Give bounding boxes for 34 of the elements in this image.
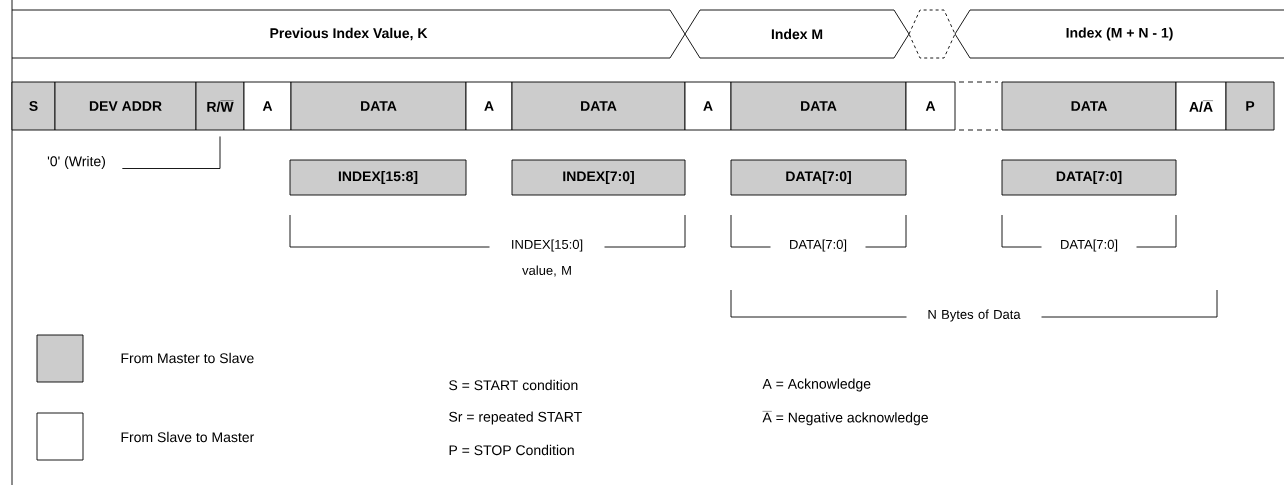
bus-band: Index M bbox=[684, 9, 910, 59]
field-cell: A bbox=[684, 81, 732, 131]
bus-band: Index (M + N - 1) bbox=[954, 9, 1284, 59]
legend-note: P = STOP Condition bbox=[449, 444, 574, 456]
field-cell: P bbox=[1225, 81, 1275, 131]
field-cell: $\mbox{A/}\overline{\mbox{A}}$ bbox=[1175, 81, 1227, 131]
field-cell: DATA bbox=[290, 81, 467, 131]
legend-note: A = Acknowledge bbox=[762, 378, 871, 392]
dashed-cell bbox=[958, 81, 999, 131]
leader-line bbox=[121, 136, 221, 169]
byte-box: DATA[7:0] bbox=[1001, 159, 1177, 196]
bracket-label: INDEX[15:0] value, M bbox=[489, 238, 605, 278]
legend-text: From Master to Slave bbox=[121, 352, 254, 364]
byte-box: DATA[7:0] bbox=[730, 159, 907, 196]
field-cell: $\mbox{R/}\overline{\mbox{W}}$ bbox=[195, 81, 245, 131]
bus-band: Previous Index Value, K bbox=[11, 9, 686, 59]
bracket-label: DATA[7:0] bbox=[1041, 238, 1137, 253]
dashed-hexagon bbox=[908, 9, 956, 59]
note-text: '0' (Write) bbox=[47, 156, 105, 170]
field-cell: DATA bbox=[1001, 81, 1177, 131]
legend-note: $\overline{\mbox{A}}\mbox{ = Negative acknowledge}$ bbox=[762, 411, 928, 426]
field-cell: DATA bbox=[730, 81, 907, 131]
field-cell: S bbox=[11, 81, 56, 131]
field-cell: A bbox=[905, 81, 956, 131]
bracket-label: DATA[7:0] bbox=[770, 238, 866, 253]
bracket-label: N Bytes of Data bbox=[906, 308, 1042, 323]
field-cell: DATA bbox=[511, 81, 686, 131]
field-cell: A bbox=[465, 81, 513, 131]
byte-box: INDEX[15:8] bbox=[289, 159, 467, 196]
byte-box: INDEX[7:0] bbox=[511, 159, 686, 196]
legend-note: Sr = repeated START bbox=[449, 411, 582, 425]
legend-text: From Slave to Master bbox=[121, 431, 255, 443]
field-cell: A bbox=[243, 81, 292, 131]
legend-note: S = START condition bbox=[449, 379, 578, 391]
